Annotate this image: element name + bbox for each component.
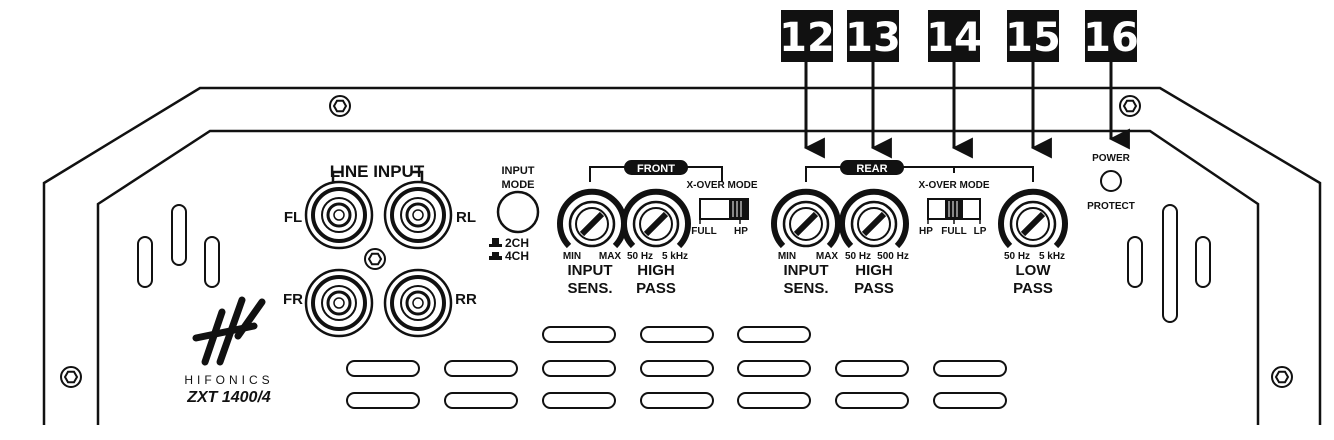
front-hp-label1: HIGH [637,262,675,279]
power-led-indicator [1100,170,1122,192]
svg-text:12: 12 [779,15,835,61]
callout-13: 13 [845,10,901,62]
rear-high-pass-knob[interactable] [839,188,909,249]
led-section: POWER PROTECT [1087,153,1135,212]
rear-sens-max: MAX [816,251,839,262]
front-sens-max: MAX [599,251,622,262]
callout-arrows [803,58,1130,159]
rear-sens-min: MIN [778,251,796,262]
jack-label-fr: FR [283,291,303,308]
front-label: FRONT [637,163,675,175]
screw-icon [364,248,386,270]
rear-hp-low: 50 Hz [845,251,871,262]
rear-xover-full: FULL [941,226,967,237]
svg-text:15: 15 [1005,15,1061,61]
switch-out-icon [492,238,499,244]
screw-icon [1119,95,1141,117]
rear-lp-label1: LOW [1016,262,1052,279]
input-mode-button[interactable] [496,190,540,234]
svg-text:16: 16 [1083,15,1139,61]
bottom-vents [346,326,1007,409]
line-input-section: LINE INPUT FL RL FR RR [283,162,477,338]
input-mode-4ch: 4CH [505,249,529,263]
rear-xover-title: X-OVER MODE [918,180,989,191]
front-hp-low: 50 Hz [627,251,653,262]
inner-panel-outline [96,129,1260,425]
jack-label-fl: FL [284,209,302,226]
input-mode-2ch: 2CH [505,236,529,250]
chassis-outline [42,86,1322,425]
front-xover-full: FULL [691,226,717,237]
rear-section: REAR MIN MAX INPUT SENS. 50 Hz 500 Hz HI… [771,160,1068,297]
rear-lp-high: 5 kHz [1039,251,1065,262]
brand-model: ZXT 1400/4 [186,389,271,406]
front-hp-high: 5 kHz [662,251,688,262]
svg-text:14: 14 [926,15,982,61]
rear-sens-label1: INPUT [784,262,829,279]
front-xover-switch[interactable] [699,198,749,224]
callout-12: 12 [779,10,835,62]
rear-badge [840,160,904,175]
switch-in-icon [492,252,499,256]
rear-low-pass-knob[interactable] [998,188,1068,249]
brand-name: HIFONICS [184,373,273,387]
rear-xover-hp: HP [919,226,933,237]
side-vents-right [1127,204,1211,323]
rear-lp-low: 50 Hz [1004,251,1030,262]
rca-jack-fr[interactable] [304,268,374,338]
front-sens-min: MIN [563,251,581,262]
svg-text:13: 13 [845,15,901,61]
rear-label: REAR [856,163,887,175]
input-mode-title-line1: INPUT [502,165,535,177]
jack-label-rr: RR [455,291,477,308]
callout-15: 15 [1005,10,1061,62]
line-input-title: LINE INPUT [330,162,425,181]
input-mode-section: INPUT MODE 2CH 4CH [489,165,540,263]
side-vents-left [137,204,220,288]
rear-xover-switch[interactable] [927,198,981,224]
screw-icon [329,95,351,117]
front-badge [624,160,688,175]
hifonics-logo-icon [192,296,266,366]
front-sens-label1: INPUT [568,262,613,279]
rear-hp-label1: HIGH [855,262,893,279]
rca-jack-rr[interactable] [383,268,453,338]
screw-icon [60,366,82,388]
jack-label-rl: RL [456,209,476,226]
front-high-pass-knob[interactable] [621,188,691,249]
rear-sens-label2: SENS. [783,280,828,297]
front-hp-label2: PASS [636,280,676,297]
front-section: FRONT MIN MAX INPUT SENS. 50 Hz 5 kHz HI… [557,160,758,297]
rca-jack-fl[interactable] [304,180,374,250]
rca-jack-rl[interactable] [383,180,453,250]
front-sens-label2: SENS. [567,280,612,297]
front-xover-title: X-OVER MODE [686,180,757,191]
rear-lp-label2: PASS [1013,280,1053,297]
front-input-sens-knob[interactable] [557,188,627,249]
screw-icon [1271,366,1293,388]
led-power-label: POWER [1092,153,1131,164]
rear-xover-lp: LP [974,226,987,237]
rear-input-sens-knob[interactable] [771,188,841,249]
callout-14: 14 [926,10,982,62]
front-xover-hp: HP [734,226,748,237]
rear-hp-high: 500 Hz [877,251,909,262]
led-protect-label: PROTECT [1087,201,1135,212]
rear-hp-label2: PASS [854,280,894,297]
input-mode-title-line2: MODE [502,179,535,191]
callout-16: 16 [1083,10,1139,62]
